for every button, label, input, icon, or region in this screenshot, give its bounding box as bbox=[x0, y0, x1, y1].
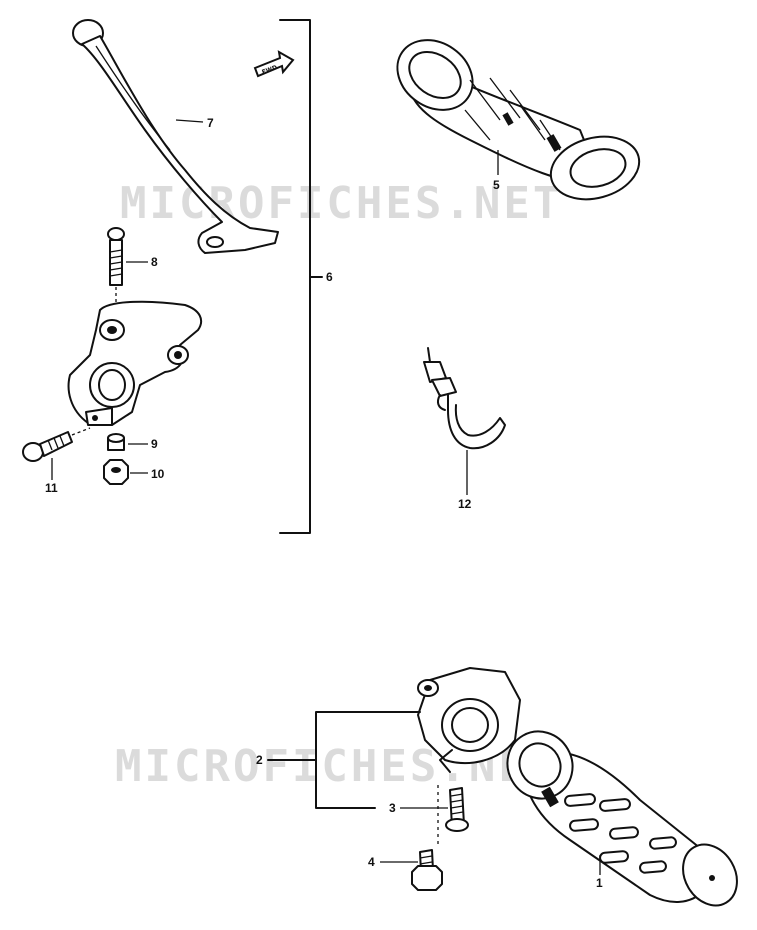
left-grip bbox=[396, 39, 641, 201]
label-2: 2 bbox=[256, 753, 263, 767]
label-6: 6 bbox=[326, 270, 333, 284]
throttle-housing bbox=[417, 667, 521, 845]
lever-holder bbox=[67, 300, 203, 426]
label-11: 11 bbox=[45, 481, 58, 495]
fwd-arrow-icon: FWD bbox=[253, 50, 295, 78]
label-9: 9 bbox=[151, 437, 158, 451]
housing-screw bbox=[400, 787, 469, 832]
clutch-lever bbox=[72, 19, 279, 254]
switch-cable bbox=[423, 347, 506, 495]
housing-bolt bbox=[380, 849, 443, 891]
label-1: 1 bbox=[596, 876, 603, 890]
label-8: 8 bbox=[151, 255, 158, 269]
pivot-bolt bbox=[107, 227, 148, 307]
fwd-text: FWD bbox=[261, 64, 278, 76]
label-3: 3 bbox=[389, 801, 396, 815]
bracket-6 bbox=[279, 19, 323, 534]
bracket-2 bbox=[267, 711, 421, 809]
washer bbox=[107, 433, 148, 451]
label-10: 10 bbox=[151, 467, 165, 481]
label-4: 4 bbox=[368, 855, 375, 869]
nut bbox=[103, 459, 148, 485]
clamp-bolt bbox=[22, 427, 91, 480]
label-12: 12 bbox=[458, 497, 472, 511]
right-grip bbox=[506, 730, 738, 907]
label-7: 7 bbox=[207, 116, 214, 130]
label-5: 5 bbox=[493, 178, 500, 192]
